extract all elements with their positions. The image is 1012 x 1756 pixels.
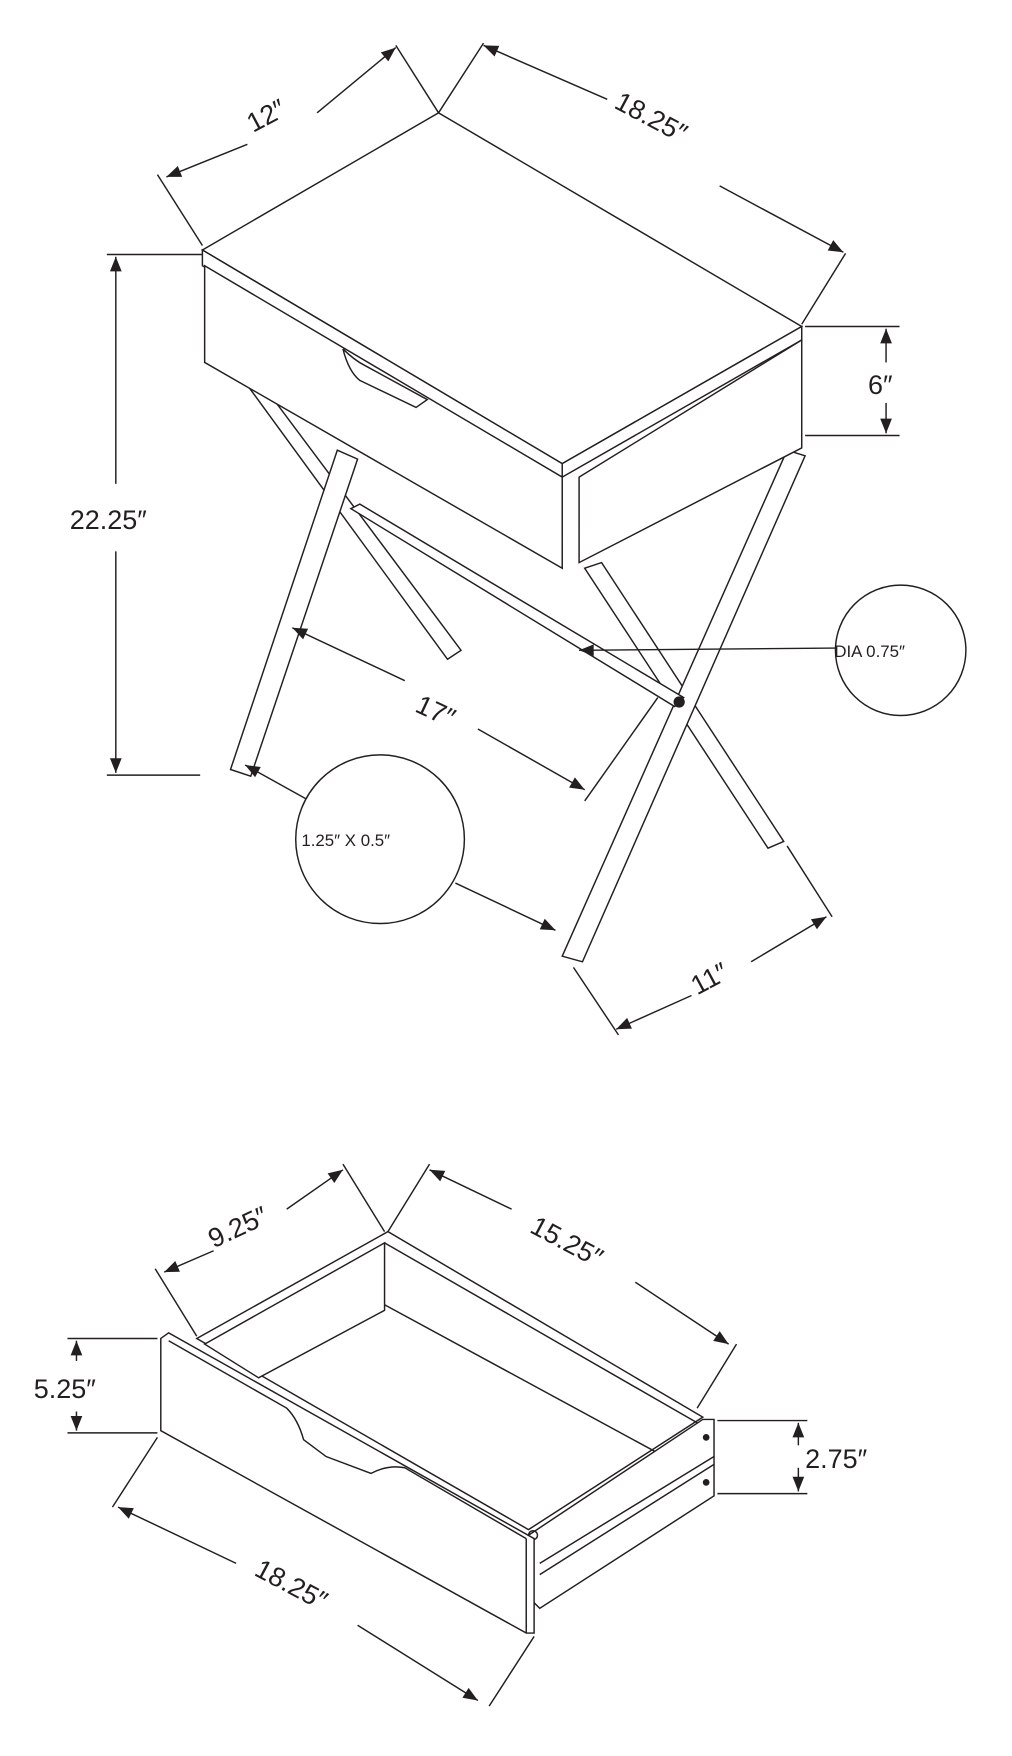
table-width-label: 18.25″ [610, 86, 693, 149]
drawer-side-height-label: 2.75″ [805, 1444, 867, 1474]
drawer-drawing [160, 1230, 715, 1634]
end-table-drawing [200, 111, 807, 963]
table-depth-label: 12″ [242, 93, 291, 138]
leg-spread-label: 11″ [686, 956, 734, 1000]
table-height-label: 22.25″ [70, 505, 147, 535]
drawer-depth-label: 9.25″ [204, 1200, 273, 1254]
leg-size-label: 1.25″ X 0.5″ [301, 831, 390, 850]
drawer-length-label: 15.25″ [526, 1210, 609, 1273]
drawer-front-height-label: 5.25″ [34, 1374, 96, 1404]
drawer-front-width-label: 18.25″ [250, 1553, 333, 1616]
rail-length-label: 17″ [411, 689, 460, 733]
rail-diameter-label: DIA 0.75″ [834, 642, 905, 661]
apron-height-label: 6″ [868, 370, 893, 400]
